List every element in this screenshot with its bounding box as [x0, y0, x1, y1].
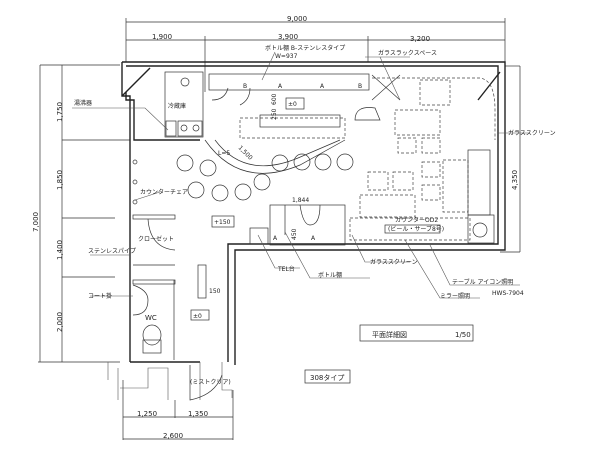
dim-left-3: 1,400 [56, 240, 64, 260]
title-box [359, 324, 474, 342]
dim-bottom-total: 2,600 [163, 432, 183, 440]
walls [107, 61, 506, 400]
label-a2: A [320, 83, 325, 90]
label-b2: B [358, 83, 362, 90]
counter-chairs [132, 139, 354, 205]
drawing-scale: 1/50 [455, 331, 471, 339]
texts: 9,000 1,900 3,900 3,200 7,000 1,750 1,85… [32, 15, 556, 440]
label-closet: クローゼット [138, 235, 174, 243]
drawing-title: 平面詳細図 [372, 330, 407, 339]
rooms [132, 204, 346, 401]
label-table-light: テーブル アイコン照明 [452, 278, 513, 286]
label-table-light-model: HWS-7904 [492, 290, 524, 297]
leader-lines [72, 51, 530, 299]
label-tel: TEL台 [277, 265, 295, 273]
dim-150: 150 [209, 288, 221, 295]
label-b1: B [243, 83, 247, 90]
label-mirror-light: ミラー照明 [440, 293, 470, 300]
dim-left-total: 7,000 [32, 212, 40, 232]
label-level-zero-bar: ±0 [288, 101, 297, 108]
label-glass-screen-right: ガラススクリーン [508, 129, 556, 137]
dim-600: 600 [271, 93, 278, 105]
label-water-heater: 湯沸器 [74, 99, 92, 107]
label-bottle-shelf: ボトル棚 [318, 271, 342, 279]
label-a4: A [311, 235, 316, 242]
label-level-zero-entry: ±0 [193, 313, 202, 320]
label-glass-screen-bottom: ガラススクリーン [370, 258, 418, 266]
dim-top-3: 3,200 [410, 35, 430, 43]
dim-top-total: 9,000 [287, 15, 307, 23]
dim-450: 450 [291, 228, 298, 240]
dim-top-2: 3,900 [278, 33, 298, 41]
dim-250: 250 [271, 108, 278, 120]
dim-top-1: 1,900 [152, 33, 172, 41]
label-door-note: (ミストクリア) [190, 379, 231, 386]
label-wc: WC [145, 314, 157, 322]
label-glass-rack: ガラスラックスペース [378, 49, 437, 57]
dim-left-1: 1,750 [56, 102, 64, 122]
dim-left-2: 1,850 [56, 170, 64, 190]
label-a3: A [273, 235, 278, 242]
dim-counter: 1,500 [237, 144, 254, 161]
label-bottle-shelf-w: W=937 [275, 53, 298, 60]
label-counter-od-sub: (ビール・サーブ8号) [388, 225, 444, 233]
dim-bottom-1: 1,250 [137, 410, 157, 418]
dim-bottom-2: 1,350 [188, 410, 208, 418]
label-counter-od: カウンターOD2 [395, 216, 438, 224]
label-stainless-pipe: ステンレスパイプ [88, 248, 136, 255]
kitchen [164, 71, 496, 140]
label-coat: コート掛 [88, 292, 112, 300]
label-fridge: 冷蔵庫 [168, 102, 186, 110]
tables [349, 79, 495, 244]
dim-left-4: 2,000 [56, 312, 64, 332]
dim-shelf: 1,844 [292, 197, 309, 204]
label-level-plus150: +150 [214, 219, 231, 226]
label-counter-chair: カウンターチェア [140, 188, 188, 196]
dimension-lines [38, 18, 521, 440]
label-bottle-shelf-type: ボトル棚 B-ステンレスタイプ [265, 44, 345, 52]
dim-counter-l: L=5 [218, 150, 230, 157]
drawing-type: 308タイプ [310, 373, 344, 382]
type-box [304, 369, 351, 384]
label-a1: A [278, 83, 283, 90]
dim-right-1: 4,350 [511, 170, 519, 190]
